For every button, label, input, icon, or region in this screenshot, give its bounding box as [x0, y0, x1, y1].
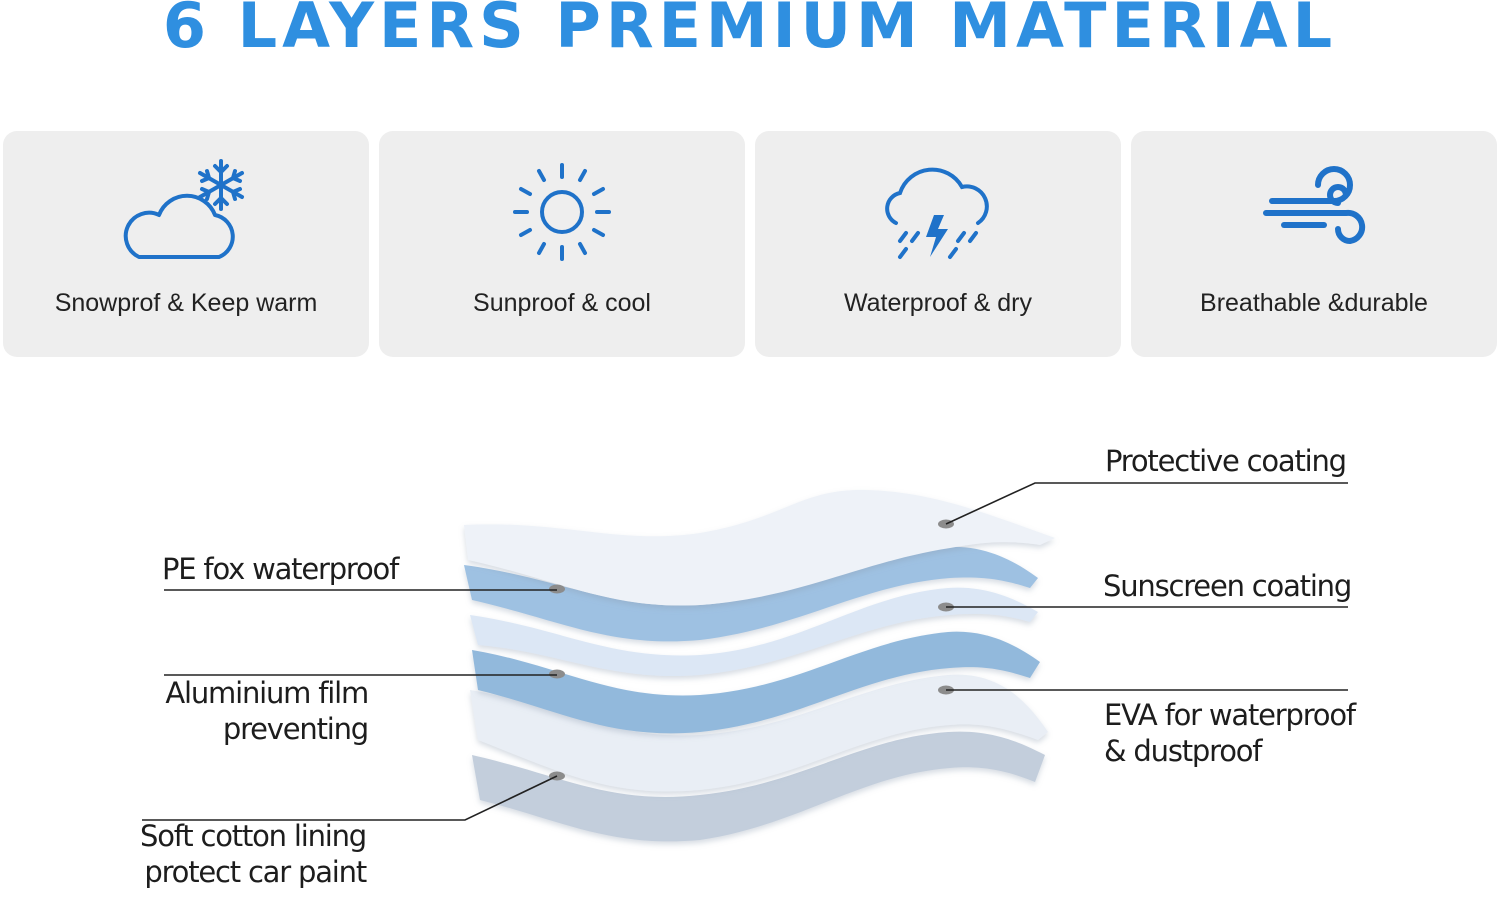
cloud-snowflake-icon — [3, 153, 369, 263]
sun-icon — [379, 153, 745, 263]
callout-line: & dustproof — [1104, 734, 1262, 768]
callout-eva: EVA for waterproof & dustproof — [1104, 697, 1356, 769]
feature-card-snowproof: Snowprof & Keep warm — [3, 131, 369, 357]
callout-line: Aluminium film — [165, 676, 369, 710]
callout-soft-cotton: Soft cotton lining protect car paint — [140, 818, 367, 890]
page-title: 6 LAYERS PREMIUM MATERIAL — [162, 0, 1338, 62]
callout-pe-waterproof: PE fox waterproof — [162, 551, 399, 587]
feature-label: Sunproof & cool — [473, 289, 651, 317]
callout-aluminium-film: Aluminium film preventing — [162, 675, 369, 747]
callout-line: Sunscreen coating — [1103, 569, 1352, 603]
feature-label: Snowprof & Keep warm — [54, 289, 318, 317]
layer-soft-cotton — [472, 731, 1045, 842]
wind-icon — [1131, 153, 1497, 263]
layer-aluminium — [472, 631, 1040, 734]
callout-line: EVA for waterproof — [1104, 698, 1356, 732]
layer-eva — [470, 674, 1048, 792]
feature-card-sunproof: Sunproof & cool — [379, 131, 745, 357]
storm-cloud-icon — [755, 153, 1121, 263]
callout-line: preventing — [222, 712, 369, 746]
callout-sunscreen-coating: Sunscreen coating — [1103, 568, 1352, 604]
feature-card-waterproof: Waterproof & dry — [755, 131, 1121, 357]
callout-protective-coating: Protective coating — [1105, 443, 1347, 479]
callout-line: PE fox waterproof — [162, 552, 399, 586]
feature-label: Waterproof & dry — [843, 289, 1033, 317]
feature-card-breathable: Breathable &durable — [1131, 131, 1497, 357]
callout-line: Soft cotton lining — [140, 819, 367, 853]
callout-line: protect car paint — [144, 855, 367, 889]
layer-protective — [464, 490, 1055, 606]
feature-label: Breathable &durable — [1200, 289, 1428, 317]
layer-sunscreen — [470, 587, 1038, 677]
callout-line: Protective coating — [1105, 444, 1347, 478]
layer-pe-waterproof — [464, 546, 1038, 642]
layer-stack-illustration — [142, 482, 1348, 842]
